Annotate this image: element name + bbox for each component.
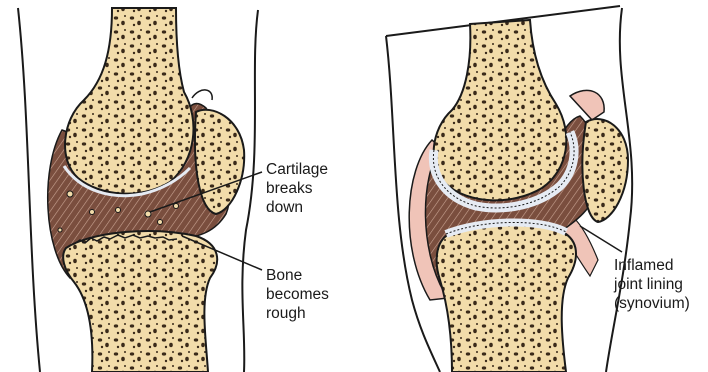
cartilage-label: Cartilage breaks down xyxy=(266,160,328,217)
left-skin-outline xyxy=(18,8,40,372)
left-knee xyxy=(18,8,262,372)
cartilage-label-line-1: Cartilage xyxy=(266,160,328,179)
left-skin-outline-back xyxy=(242,10,258,372)
lining-label: Inflamed joint lining (synovium) xyxy=(614,256,690,313)
bone-label-line-1: Bone xyxy=(266,266,329,285)
left-tibia xyxy=(63,231,217,372)
lining-label-line-1: Inflamed xyxy=(614,256,690,275)
right-femur xyxy=(434,20,567,200)
lining-label-line-2: joint lining xyxy=(614,275,690,294)
left-femur xyxy=(65,8,193,194)
bone-label-line-3: rough xyxy=(266,304,329,323)
right-patella xyxy=(582,119,628,222)
cartilage-label-line-2: breaks xyxy=(266,179,328,198)
bone-label: Bone becomes rough xyxy=(266,266,329,323)
left-bursa xyxy=(192,90,212,100)
right-knee xyxy=(386,6,632,372)
bone-label-line-2: becomes xyxy=(266,285,329,304)
right-tibia xyxy=(437,224,576,372)
lining-label-line-3: (synovium) xyxy=(614,294,690,313)
right-inflamed-synovium-back xyxy=(570,90,604,120)
cartilage-label-line-3: down xyxy=(266,198,328,217)
left-patella xyxy=(195,110,244,214)
